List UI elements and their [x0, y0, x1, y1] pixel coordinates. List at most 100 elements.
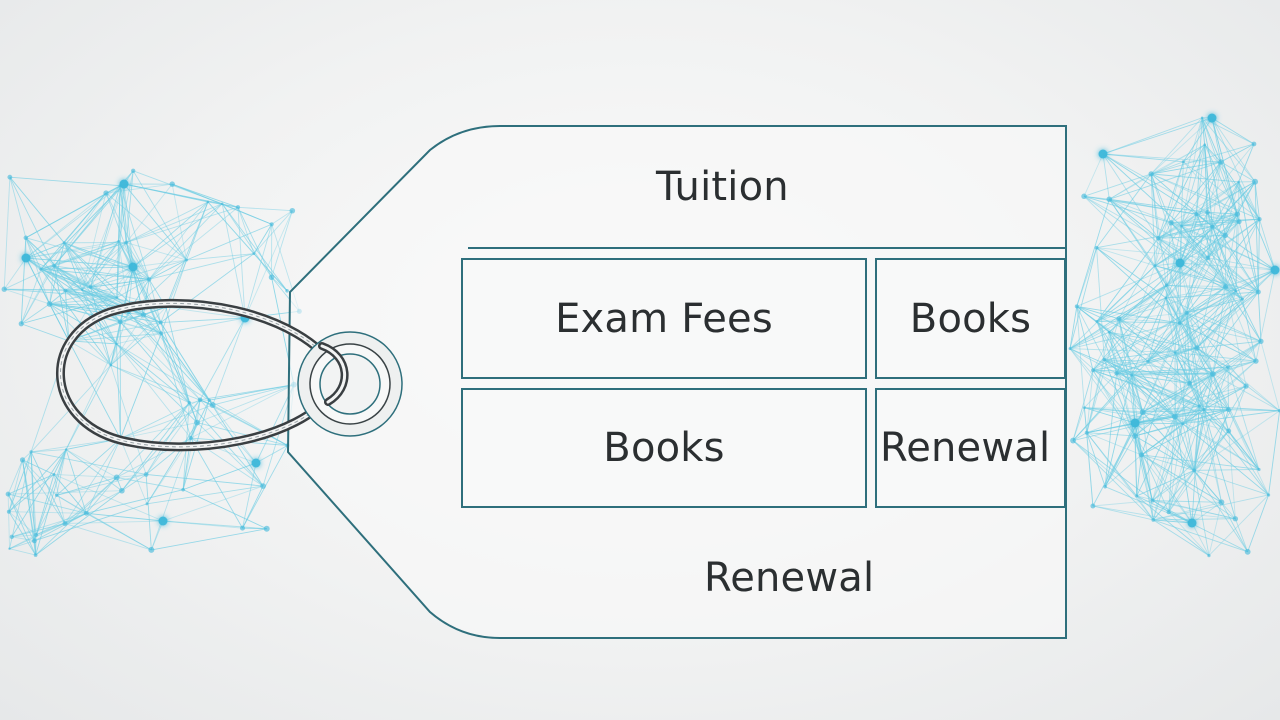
- network-node: [1168, 220, 1174, 226]
- network-link: [1072, 370, 1094, 441]
- network-link: [1083, 407, 1088, 433]
- network-link: [1260, 341, 1280, 411]
- network-link: [7, 494, 10, 549]
- network-link: [116, 183, 125, 298]
- network-link: [1207, 218, 1260, 259]
- network-link: [1096, 247, 1167, 299]
- network-link: [1136, 495, 1210, 556]
- network-link: [1212, 373, 1280, 412]
- network-link: [90, 240, 120, 288]
- network-node: [115, 342, 118, 346]
- network-link: [160, 322, 210, 401]
- network-link: [1076, 262, 1181, 307]
- network-link: [1116, 372, 1183, 425]
- network-link: [1212, 373, 1230, 432]
- network-node: [1258, 338, 1264, 344]
- network-link: [1168, 470, 1195, 513]
- network-link: [165, 201, 209, 308]
- network-link: [1109, 173, 1152, 200]
- network-node: [62, 241, 66, 245]
- network-link: [1108, 331, 1149, 362]
- network-link: [40, 183, 125, 270]
- network-node: [1173, 351, 1177, 354]
- network-link: [1201, 117, 1222, 163]
- network-link: [1235, 290, 1262, 342]
- network-link: [1086, 432, 1142, 456]
- network-link: [33, 474, 55, 541]
- network-link: [186, 253, 254, 261]
- network-link: [1207, 211, 1238, 215]
- network-node: [1200, 116, 1204, 119]
- network-link: [1153, 501, 1222, 521]
- network-link: [121, 474, 147, 492]
- network-link: [1092, 500, 1153, 507]
- network-node: [1148, 171, 1154, 177]
- network-node: [83, 510, 89, 516]
- network-link: [53, 265, 83, 291]
- network-link: [1147, 257, 1209, 362]
- network-link: [90, 185, 121, 288]
- network-link: [1142, 409, 1229, 413]
- network-link: [30, 451, 35, 541]
- cell-tuition: Tuition: [468, 126, 1066, 248]
- network-link: [143, 314, 162, 334]
- network-link: [1238, 181, 1260, 220]
- network-link: [244, 210, 293, 319]
- network-link: [237, 207, 272, 278]
- network-link: [149, 253, 254, 280]
- network-link: [34, 512, 87, 542]
- network-link: [1191, 409, 1229, 524]
- network-link: [8, 511, 36, 556]
- network-link: [1147, 360, 1229, 411]
- network-link: [1234, 518, 1249, 552]
- network-link: [1189, 290, 1237, 384]
- network-link: [1083, 173, 1152, 197]
- network-link: [53, 474, 87, 514]
- cell-renewal-middle-label: Renewal: [880, 425, 1051, 471]
- network-link: [1212, 221, 1240, 228]
- network-link: [65, 449, 123, 492]
- network-link: [1193, 385, 1247, 471]
- network-link: [1096, 284, 1167, 322]
- network-link: [1211, 117, 1260, 220]
- network-link: [1102, 153, 1197, 215]
- network-link: [56, 477, 117, 496]
- network-link: [1174, 323, 1181, 417]
- network-link: [1109, 331, 1176, 353]
- network-link: [162, 520, 243, 529]
- network-link: [25, 257, 134, 268]
- network-link: [68, 340, 121, 439]
- network-link: [90, 266, 134, 288]
- network-link: [25, 237, 134, 268]
- network-link: [1174, 416, 1229, 432]
- network-link: [1182, 409, 1229, 425]
- network-link: [49, 290, 66, 305]
- network-link: [1179, 214, 1197, 264]
- network-link: [160, 322, 214, 406]
- network-link: [143, 314, 190, 403]
- network-link: [1189, 286, 1227, 384]
- network-link: [1168, 423, 1184, 513]
- network-link: [244, 224, 273, 319]
- network-link: [9, 176, 65, 244]
- network-link: [116, 343, 190, 404]
- network-link: [1181, 161, 1222, 227]
- network-link: [65, 290, 121, 323]
- network-link: [1102, 153, 1182, 227]
- network-link: [1154, 161, 1184, 266]
- network-link: [25, 237, 42, 270]
- network-link: [1208, 494, 1269, 556]
- network-link: [196, 422, 264, 487]
- network-node: [23, 235, 29, 241]
- cell-renewal-middle: Renewal: [875, 388, 1066, 508]
- network-link: [197, 422, 288, 446]
- network-link: [1092, 369, 1142, 456]
- network-link: [65, 520, 164, 524]
- network-link: [1109, 198, 1209, 259]
- network-node: [119, 487, 125, 494]
- network-link: [132, 170, 187, 261]
- network-link: [1198, 405, 1222, 503]
- network-link: [120, 314, 144, 323]
- network-node: [128, 262, 138, 272]
- network-link: [31, 449, 67, 453]
